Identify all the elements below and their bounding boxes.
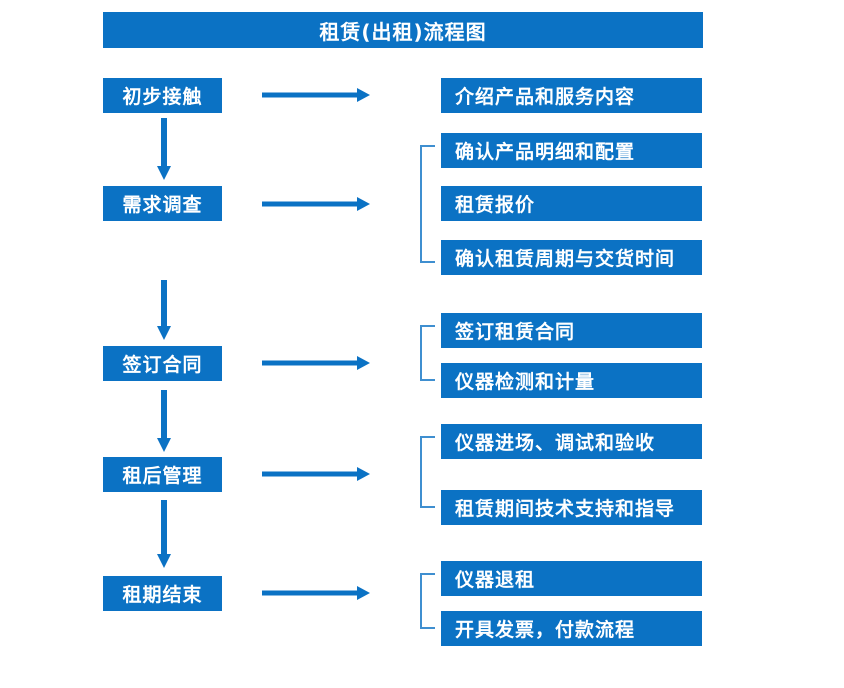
detail-box-5-1[interactable]: 仪器退租 (441, 561, 702, 596)
detail-box-1-1[interactable]: 介绍产品和服务内容 (441, 78, 702, 113)
detail-box-2-3[interactable]: 确认租赁周期与交货时间 (441, 240, 702, 275)
right-arrow-icon (262, 464, 370, 484)
detail-box-4-2[interactable]: 租赁期间技术支持和指导 (441, 490, 702, 525)
detail-box-3-2[interactable]: 仪器检测和计量 (441, 363, 702, 398)
stage-box-initial-contact[interactable]: 初步接触 (103, 78, 222, 113)
down-arrow-icon (155, 118, 173, 180)
detail-box-5-2[interactable]: 开具发票，付款流程 (441, 611, 702, 646)
bracket-icon (419, 325, 435, 381)
bracket-icon (419, 436, 435, 508)
right-arrow-icon (262, 583, 370, 603)
stage-box-post-rental-management[interactable]: 租后管理 (103, 457, 222, 492)
down-arrow-icon (155, 280, 173, 340)
right-arrow-icon (262, 353, 370, 373)
stage-box-needs-survey[interactable]: 需求调查 (103, 186, 222, 221)
flowchart-title: 租赁(出租)流程图 (103, 12, 703, 48)
down-arrow-icon (155, 500, 173, 568)
bracket-icon (419, 145, 435, 263)
detail-box-2-1[interactable]: 确认产品明细和配置 (441, 133, 702, 168)
stage-box-sign-contract[interactable]: 签订合同 (103, 346, 222, 381)
down-arrow-icon (155, 390, 173, 452)
detail-box-3-1[interactable]: 签订租赁合同 (441, 313, 702, 348)
detail-box-4-1[interactable]: 仪器进场、调试和验收 (441, 424, 702, 459)
stage-box-rental-end[interactable]: 租期结束 (103, 576, 222, 611)
right-arrow-icon (262, 194, 370, 214)
bracket-icon (419, 573, 435, 629)
right-arrow-icon (262, 85, 370, 105)
detail-box-2-2[interactable]: 租赁报价 (441, 186, 702, 221)
